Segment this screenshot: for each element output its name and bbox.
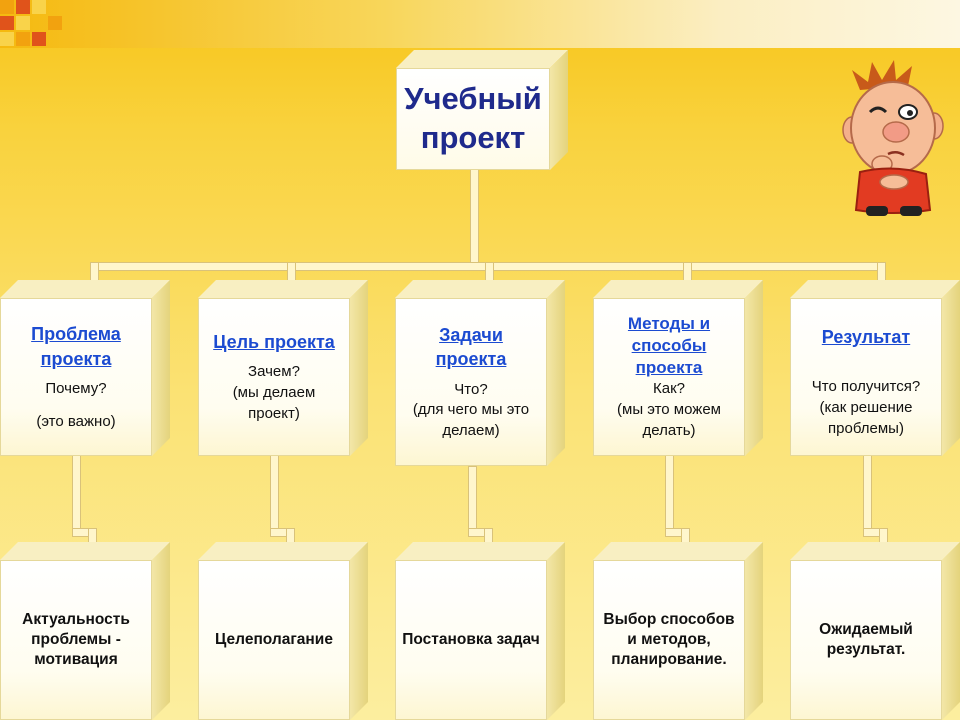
column-question: Что получится? — [811, 378, 921, 396]
column-title: Задачи проекта — [435, 324, 507, 370]
column-title: Результат — [821, 327, 911, 347]
column-question: Почему? — [45, 380, 107, 398]
column-note: (мы это можем делать) — [617, 400, 721, 439]
column-question: Зачем? — [248, 363, 300, 381]
top-decor-band — [0, 0, 960, 48]
thinking-boy-icon — [842, 60, 944, 216]
column-title: Цель проекта — [213, 332, 335, 353]
column-note: (как решение проблемы) — [819, 398, 913, 437]
result-box-task-setting: Постановка задач — [395, 542, 565, 720]
result-box-motivation: Актуальность проблемы - мотивация — [0, 542, 170, 720]
result-text: Ожидаемый результат. — [819, 620, 913, 658]
column-box-methods: Методы и способы проекта Как? (мы это мо… — [593, 280, 763, 456]
result-text: Выбор способов и методов, планирование. — [603, 610, 735, 669]
result-text: Актуальность проблемы - мотивация — [22, 610, 130, 669]
column-note: (для чего мы это делаем) — [412, 401, 530, 440]
column-box-result: Результат Что получится? (как решение пр… — [790, 280, 960, 456]
column-title: Проблема проекта — [31, 324, 121, 369]
result-box-goal-setting: Целеполагание — [198, 542, 368, 720]
root-box: Учебный проект — [396, 50, 568, 170]
column-question: Что? — [454, 380, 488, 398]
result-text: Постановка задач — [402, 630, 540, 648]
column-box-problem: Проблема проекта Почему? (это важно) — [0, 280, 170, 456]
result-text: Целеполагание — [215, 630, 333, 648]
column-box-tasks: Задачи проекта Что? (для чего мы это дел… — [395, 280, 565, 466]
column-box-goal: Цель проекта Зачем? (мы делаем проект) — [198, 280, 368, 456]
column-title: Методы и способы проекта — [627, 314, 711, 378]
column-question: Как? — [653, 380, 685, 398]
result-box-planning: Выбор способов и методов, планирование. — [593, 542, 763, 720]
column-note: (это важно) — [36, 412, 116, 430]
root-title: Учебный проект — [404, 81, 542, 155]
result-box-expected: Ожидаемый результат. — [790, 542, 960, 720]
column-note: (мы делаем проект) — [232, 383, 316, 422]
